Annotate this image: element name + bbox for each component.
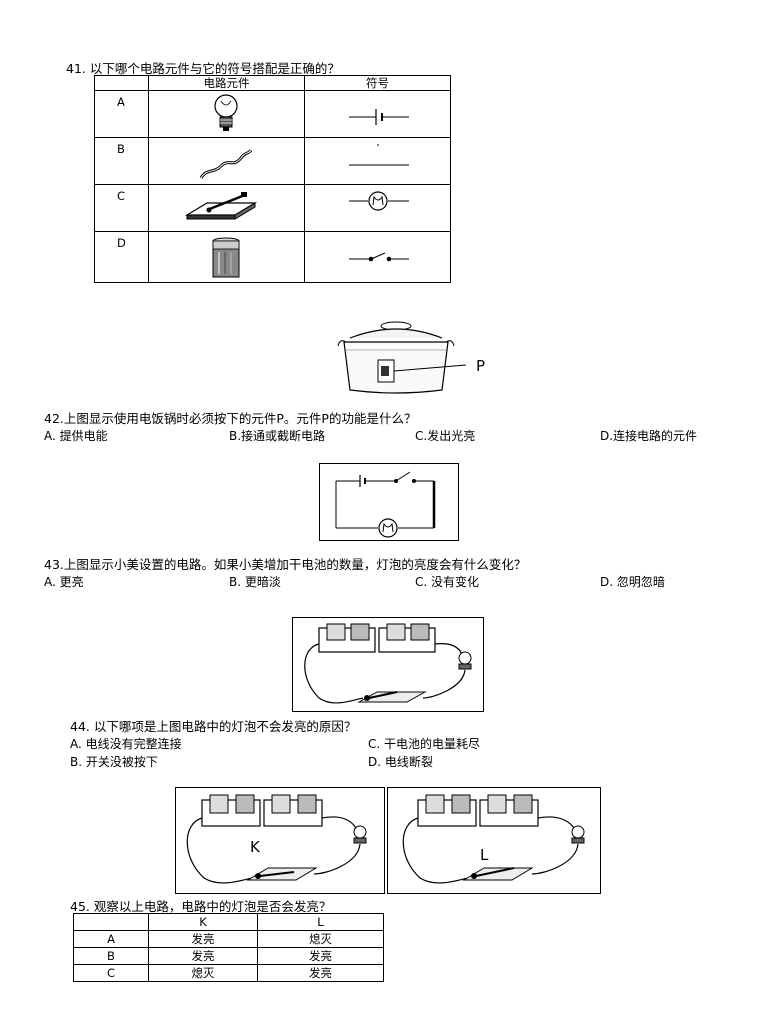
switch-symbol-icon — [349, 252, 409, 262]
q42-option-d[interactable]: D.连接电路的元件 — [600, 429, 698, 443]
q42-option-b[interactable]: B.接通或截断电路 — [229, 429, 326, 443]
q41-row-label: C — [94, 184, 149, 232]
wire-icon — [199, 149, 253, 179]
q41-header-symbol: 符号 — [304, 75, 451, 91]
q41-row-label: B — [94, 137, 149, 185]
q45-question: 45. 观察以上电路，电路中的灯泡是否会发亮？ — [70, 899, 332, 914]
table-row[interactable]: A 发亮 熄灭 — [73, 930, 384, 948]
q41-row-symbol — [304, 137, 451, 185]
q45-cell: B — [73, 947, 149, 965]
circuit-k-label: K — [250, 838, 260, 856]
battery-symbol-icon — [349, 109, 409, 125]
q42-option-a[interactable]: A. 提供电能 — [44, 429, 108, 443]
table-row: K L — [73, 913, 384, 931]
q45-table: K L A 发亮 熄灭 B 发亮 发亮 C 熄灭 发亮 — [73, 913, 384, 982]
q41-question: 41. 以下哪个电路元件与它的符号搭配是正确的？ — [66, 61, 340, 76]
q41-header-component: 电路元件 — [148, 75, 305, 91]
q45-cell: 发亮 — [148, 930, 258, 948]
q43-question: 43.上图显示小美设置的电路。如果小美增加干电池的数量，灯泡的亮度会有什么变化？ — [44, 557, 527, 572]
table-row[interactable]: B 发亮 发亮 — [73, 947, 384, 965]
wire-symbol-icon — [349, 144, 409, 166]
circuit-diagram-frame — [319, 463, 459, 541]
q44-option-a[interactable]: A. 电线没有完整连接 — [70, 737, 182, 751]
q42-option-c[interactable]: C.发出光亮 — [415, 429, 476, 443]
q43-option-c[interactable]: C. 没有变化 — [415, 575, 480, 589]
q41-row-label: D — [94, 231, 149, 283]
q41-row-component — [148, 90, 305, 138]
circuit-k-frame: K — [175, 787, 385, 894]
q43-option-a[interactable]: A. 更亮 — [44, 575, 84, 589]
q45-cell: 发亮 — [257, 964, 384, 982]
q45-header-blank — [73, 913, 149, 931]
q45-header-k: K — [148, 913, 258, 931]
q44-option-b[interactable]: B. 开关没被按下 — [70, 755, 158, 769]
q41-row-label: A — [94, 90, 149, 138]
circuit-diagram — [335, 471, 436, 538]
q44-question: 44. 以下哪项是上图电路中的灯泡不会发亮的原因？ — [70, 719, 357, 734]
q42-question: 42.上图显示使用电饭锅时必须按下的元件P。元件P的功能是什么？ — [44, 411, 417, 426]
physical-circuit-frame — [292, 617, 484, 712]
q45-cell: 熄灭 — [148, 964, 258, 982]
q44-option-d[interactable]: D. 电线断裂 — [368, 755, 433, 769]
q45-header-l: L — [257, 913, 384, 931]
circuit-k-figure — [186, 794, 367, 884]
figure-label-p: P — [476, 357, 486, 375]
q45-cell: 发亮 — [257, 947, 384, 965]
q41-table: 电路元件 符号 A B — [94, 75, 451, 283]
bulb-symbol-icon — [349, 191, 409, 211]
q45-cell: 发亮 — [148, 947, 258, 965]
physical-circuit-figure — [304, 623, 472, 704]
circuit-l-figure — [402, 794, 585, 884]
table-row[interactable]: C 熄灭 发亮 — [73, 964, 384, 982]
q43-option-b[interactable]: B. 更暗淡 — [229, 575, 281, 589]
switch-icon — [184, 192, 258, 220]
q45-cell: C — [73, 964, 149, 982]
q44-option-c[interactable]: C. 干电池的电量耗尽 — [368, 737, 481, 751]
q41-row-component — [148, 184, 305, 232]
q45-cell: 熄灭 — [257, 930, 384, 948]
q41-row-symbol — [304, 90, 451, 138]
circuit-l-frame: L — [387, 787, 601, 894]
q41-row-component — [148, 137, 305, 185]
q41-row-symbol — [304, 184, 451, 232]
circuit-l-label: L — [480, 846, 489, 864]
q45-cell: A — [73, 930, 149, 948]
light-bulb-icon — [214, 94, 238, 131]
q41-row-component — [148, 231, 305, 283]
q41-row-symbol — [304, 231, 451, 283]
q41-header-blank — [94, 75, 149, 91]
q43-option-d[interactable]: D. 忽明忽暗 — [600, 575, 665, 589]
rice-cooker-figure — [337, 321, 467, 394]
battery-icon — [212, 237, 240, 278]
